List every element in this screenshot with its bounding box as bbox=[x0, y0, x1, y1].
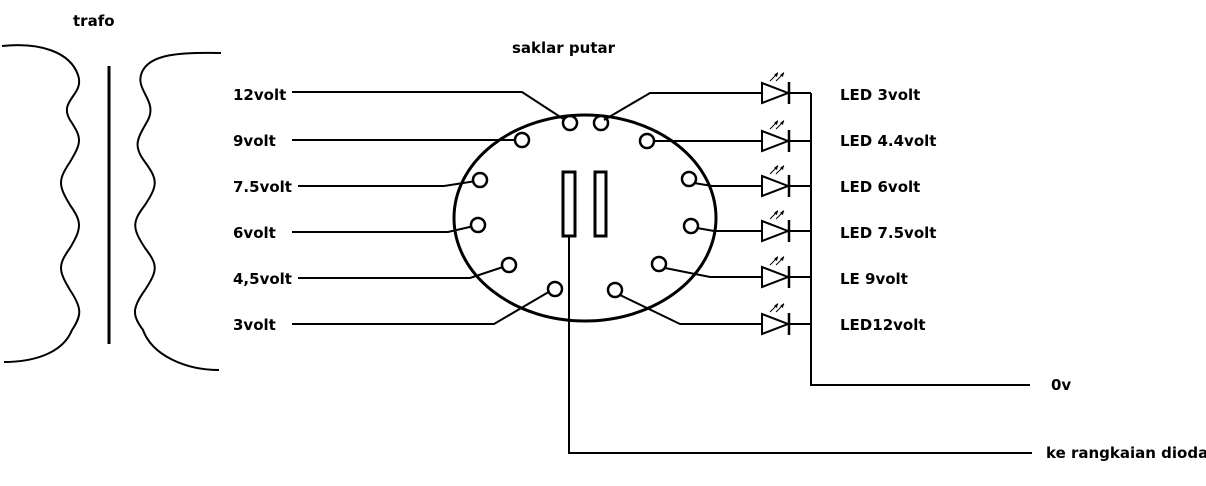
led-triangle-icon bbox=[761, 312, 791, 336]
led-triangle-icon bbox=[761, 81, 791, 105]
output-wire-led-6volt bbox=[693, 182, 762, 187]
switch-pin-3volt bbox=[546, 280, 564, 298]
light-arrowhead-icon bbox=[774, 210, 778, 215]
switch-body bbox=[452, 113, 718, 323]
input-label-6volt: 6volt bbox=[233, 224, 276, 242]
light-arrowhead-icon bbox=[780, 256, 784, 261]
input-taps: 12volt 9volt 7.5volt 6volt 4,5volt 3volt bbox=[233, 86, 579, 334]
input-label-7.5volt: 7.5volt bbox=[233, 178, 292, 196]
input-wire-3volt bbox=[292, 289, 553, 325]
light-arrowhead-icon bbox=[774, 165, 778, 170]
input-label-3volt: 3volt bbox=[233, 316, 276, 334]
switch-pin-led-6volt bbox=[680, 170, 698, 188]
led-7.5volt bbox=[761, 210, 811, 243]
input-wire-12volt bbox=[292, 91, 569, 123]
light-arrowhead-icon bbox=[780, 120, 784, 125]
light-arrowhead-icon bbox=[780, 210, 784, 215]
led-3volt bbox=[761, 72, 811, 105]
led-triangle-icon bbox=[761, 174, 791, 198]
ground-bus: 0v bbox=[810, 93, 1071, 394]
switch-pin-led-7.5volt bbox=[682, 217, 700, 235]
input-wire-7.5volt bbox=[298, 180, 477, 187]
light-arrowhead-icon bbox=[780, 165, 784, 170]
switch-pin-led-4.4volt bbox=[638, 132, 656, 150]
led-4.4volt bbox=[761, 120, 811, 153]
transformer: trafo bbox=[1, 12, 222, 371]
secondary-coil bbox=[134, 51, 222, 371]
led-9volt bbox=[761, 256, 811, 289]
led-triangle-icon bbox=[761, 219, 791, 243]
switch-pin-4.5volt bbox=[500, 256, 518, 274]
primary-coil bbox=[1, 44, 81, 363]
led-label-9volt: LE 9volt bbox=[840, 270, 908, 288]
input-label-9volt: 9volt bbox=[233, 132, 276, 150]
led-12volt bbox=[761, 303, 811, 336]
light-arrowhead-icon bbox=[774, 303, 778, 308]
input-wire-4.5volt bbox=[298, 265, 507, 279]
led-group bbox=[761, 72, 811, 336]
ground-label: 0v bbox=[1051, 376, 1071, 394]
light-arrowhead-icon bbox=[774, 120, 778, 125]
output-wire-led-3volt bbox=[603, 92, 762, 121]
input-label-12volt: 12volt bbox=[233, 86, 286, 104]
led-label-3volt: LED 3volt bbox=[840, 86, 920, 104]
transformer-label: trafo bbox=[73, 12, 115, 30]
led-triangle-icon bbox=[761, 265, 791, 289]
light-arrowhead-icon bbox=[780, 303, 784, 308]
light-arrowhead-icon bbox=[780, 72, 784, 77]
ground-wire bbox=[810, 93, 1030, 386]
switch-pin-7.5volt bbox=[471, 171, 489, 189]
output-wire-led-9volt bbox=[664, 267, 762, 278]
switch-pin-6volt bbox=[469, 216, 487, 234]
led-label-7.5volt: LED 7.5volt bbox=[840, 224, 936, 242]
led-6volt bbox=[761, 165, 811, 198]
led-triangle-icon bbox=[761, 129, 791, 153]
common-output-label: ke rangkaian dioda bbox=[1046, 444, 1206, 462]
led-label-4.4volt: LED 4.4volt bbox=[840, 132, 936, 150]
output-wires bbox=[592, 92, 762, 325]
led-labels: LED 3volt LED 4.4volt LED 6volt LED 7.5v… bbox=[840, 86, 936, 334]
light-arrowhead-icon bbox=[774, 72, 778, 77]
led-label-6volt: LED 6volt bbox=[840, 178, 920, 196]
rotary-switch: saklar putar ke rangkaian dioda bbox=[452, 39, 1206, 462]
switch-pin-led-9volt bbox=[650, 255, 668, 273]
output-wire-led-12volt bbox=[619, 294, 762, 325]
switch-wiper-left bbox=[561, 170, 577, 238]
switch-pin-12volt bbox=[561, 114, 579, 132]
led-label-12volt: LED12volt bbox=[840, 316, 926, 334]
light-arrowhead-icon bbox=[774, 256, 778, 261]
switch-label: saklar putar bbox=[512, 39, 616, 57]
switch-pin-9volt bbox=[513, 131, 531, 149]
output-wire-led-7.5volt bbox=[696, 227, 762, 232]
switch-wiper-right bbox=[593, 170, 608, 238]
switch-pin-led-12volt bbox=[606, 281, 624, 299]
input-wire-6volt bbox=[292, 225, 475, 233]
input-label-4.5volt: 4,5volt bbox=[233, 270, 292, 288]
common-output-wire bbox=[568, 236, 1032, 454]
